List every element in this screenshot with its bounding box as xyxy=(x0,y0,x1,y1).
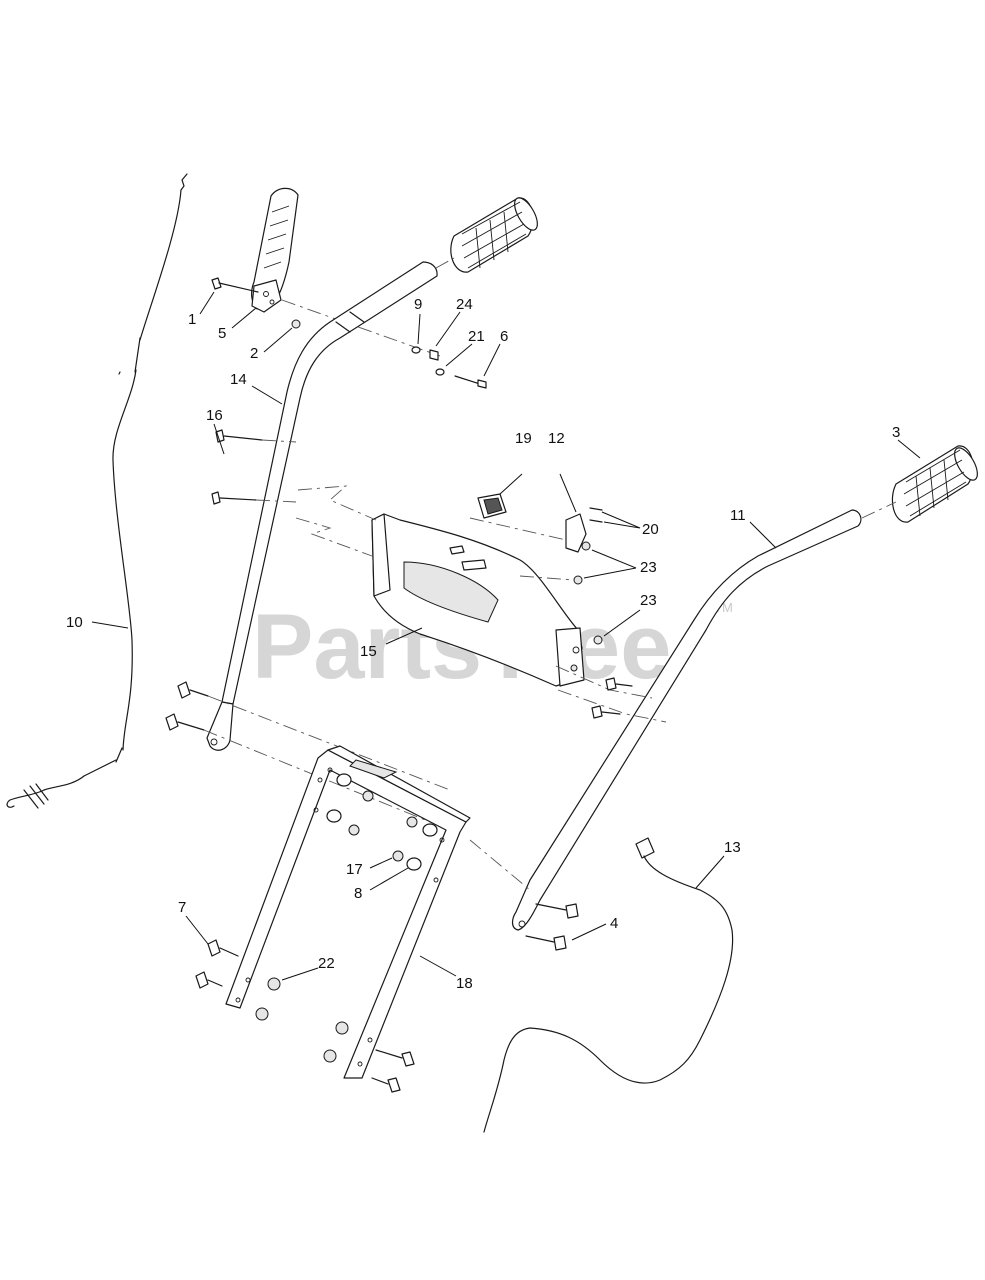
callout-19: 19 xyxy=(515,430,532,447)
callout-4: 4 xyxy=(610,915,618,932)
part-4-bolts xyxy=(469,839,579,951)
part-12-bracket xyxy=(519,507,603,645)
part-7-bolts xyxy=(195,939,239,989)
part-19-switch xyxy=(469,493,567,541)
callout-leaders xyxy=(91,291,921,981)
part-3-grip xyxy=(861,445,978,523)
callout-14: 14 xyxy=(230,371,247,388)
part-14-left-handle xyxy=(206,261,438,751)
callout-labels: 1 5 2 9 24 21 6 14 16 19 12 20 23 23 23 … xyxy=(66,296,900,992)
callout-23b: 23 xyxy=(640,592,657,609)
callout-2: 2 xyxy=(250,345,258,362)
callout-9: 9 xyxy=(414,296,422,313)
callout-17: 17 xyxy=(346,861,363,878)
lower-bracket-hardware xyxy=(323,1021,415,1093)
callout-24: 24 xyxy=(456,296,473,313)
callout-11: 11 xyxy=(730,507,746,524)
callout-10: 10 xyxy=(66,614,83,631)
part-11-right-handle xyxy=(511,509,862,931)
bracket-hardware xyxy=(326,773,438,871)
callout-13: 13 xyxy=(724,839,741,856)
callout-6: 6 xyxy=(500,328,508,345)
callout-20: 20 xyxy=(642,521,659,538)
part-5-lever xyxy=(251,187,299,313)
part-1-bolt xyxy=(211,277,259,293)
part-15-console xyxy=(295,485,667,723)
hardware-upper xyxy=(281,299,487,389)
part-18-mount-bracket xyxy=(225,745,471,1079)
part-10-cable xyxy=(6,173,188,809)
callout-23a: 23 xyxy=(640,559,657,576)
callout-18: 18 xyxy=(456,975,473,992)
callout-15: 15 xyxy=(360,643,377,660)
upper-grip xyxy=(435,197,538,273)
callout-3: 3 xyxy=(892,424,900,441)
callout-16: 16 xyxy=(206,407,223,424)
callout-5: 5 xyxy=(218,325,226,342)
callout-22: 22 xyxy=(318,955,335,972)
callout-1: 1 xyxy=(188,311,196,328)
right-handle-bolts xyxy=(591,677,633,719)
part-16-bolts xyxy=(211,429,297,505)
callout-7: 7 xyxy=(178,899,186,916)
callout-12: 12 xyxy=(548,430,565,447)
part-22-nuts xyxy=(255,977,281,1021)
callout-8: 8 xyxy=(354,885,362,902)
callout-21: 21 xyxy=(468,328,485,345)
part-13-wire-harness xyxy=(483,837,734,1133)
